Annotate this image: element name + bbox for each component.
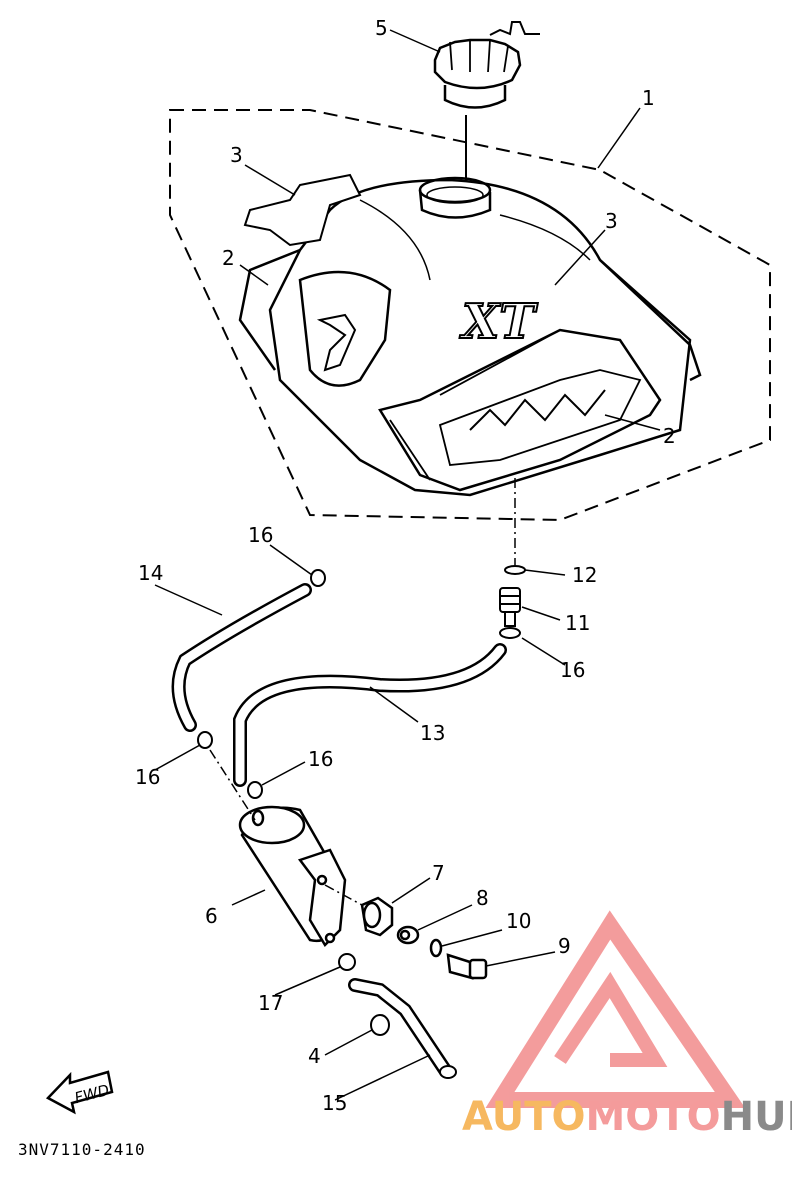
leader-lines	[154, 29, 661, 1101]
bolt	[446, 953, 488, 980]
callout-13: 13	[420, 721, 445, 745]
callout-15: 15	[322, 1091, 347, 1115]
callout-8: 8	[476, 886, 489, 910]
callout-2: 2	[663, 424, 676, 448]
callout-16: 16	[135, 765, 160, 789]
callout-9: 9	[558, 934, 571, 958]
callout-2: 2	[222, 246, 235, 270]
collar	[396, 925, 420, 945]
callout-1: 1	[642, 86, 655, 110]
hose-clip-17	[338, 953, 356, 971]
side-decal-left	[243, 173, 362, 247]
callout-4: 4	[308, 1044, 321, 1068]
tank-logo: XT	[459, 294, 538, 350]
callout-7: 7	[432, 861, 445, 885]
callout-16: 16	[248, 523, 273, 547]
clip-4	[370, 1014, 390, 1036]
fwd-arrow: FWD	[45, 1070, 114, 1115]
fuel-filter	[238, 805, 347, 948]
o-ring	[504, 565, 526, 575]
callout-6: 6	[205, 904, 218, 928]
callout-14: 14	[138, 561, 163, 585]
fuel-valve	[499, 587, 521, 627]
callout-labels: 1 2 2 3 3 4 5 6 7 8 9 10 11 12 13 14 15 …	[135, 16, 676, 1115]
fuel-tank	[238, 176, 702, 497]
watermark-logo	[485, 910, 746, 1108]
callout-12: 12	[572, 563, 597, 587]
washer	[429, 938, 443, 958]
callout-16: 16	[560, 658, 585, 682]
callout-17: 17	[258, 991, 283, 1015]
damper	[360, 896, 394, 937]
callout-3: 3	[230, 143, 243, 167]
callout-3: 3	[605, 209, 618, 233]
watermark-text: AUTOMOTOHUB	[462, 1094, 792, 1140]
callout-16: 16	[308, 747, 333, 771]
fuel-cap	[433, 21, 540, 109]
callout-10: 10	[506, 909, 531, 933]
diagram-code: 3NV7110-2410	[18, 1140, 146, 1159]
callout-11: 11	[565, 611, 590, 635]
callout-5: 5	[375, 16, 388, 40]
hose-clip	[197, 569, 521, 799]
assembly-dashed-outline	[169, 109, 771, 522]
fuel-hose-13	[233, 643, 507, 787]
